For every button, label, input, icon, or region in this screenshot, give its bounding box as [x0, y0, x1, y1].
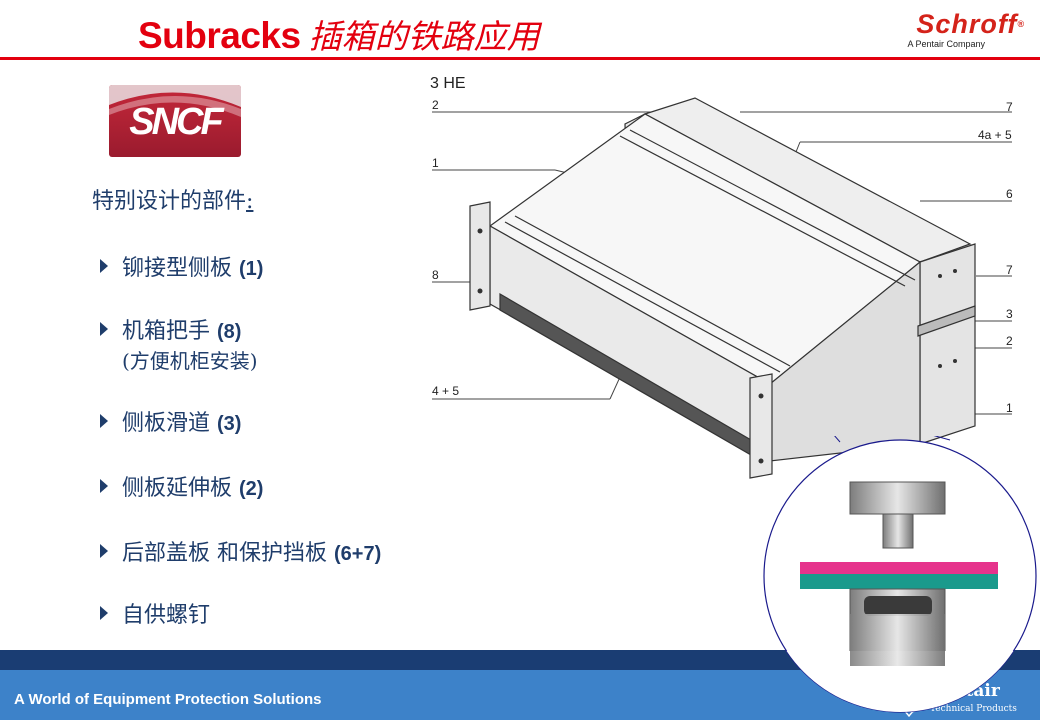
list-item-number: (3) [217, 413, 242, 435]
list-item-number: (8) [217, 321, 242, 343]
list-item: 自供螺钉 [100, 597, 210, 629]
rivet-detail-zoom [763, 436, 1037, 713]
list-item-text: 铆接型侧板 [122, 256, 233, 281]
callout-label: 4a + 5 [978, 128, 1012, 142]
bullet-arrow-icon [100, 414, 108, 428]
list-item-text: 自供螺钉 [122, 603, 211, 628]
schroff-logo: Schroff® A Pentair Company [860, 10, 1025, 49]
section-heading-text: 特别设计的部件 [92, 189, 247, 214]
title-divider [0, 57, 1040, 60]
list-item: 后部盖板 和保护挡板 (6+7) [100, 535, 381, 567]
bullet-arrow-icon [100, 606, 108, 620]
diagram-title: 3 HE [430, 75, 466, 92]
list-item-text: 后部盖板 和保护挡板 [122, 541, 327, 566]
subrack-frame [469, 97, 976, 479]
pentair-logo-subtitle: Technical Products [930, 704, 1017, 714]
subrack-diagram: 3 HE 2 1 8 4 + 5 7 4a + 5 6 7 3 2 1 [430, 75, 1013, 479]
list-item-text: 机箱把手 [122, 319, 211, 344]
bullet-arrow-icon [100, 479, 108, 493]
footer-tagline: A World of Equipment Protection Solution… [14, 691, 322, 708]
list-item-text: 侧板延伸板 [122, 476, 233, 501]
sncf-logo: SNCF [109, 85, 241, 157]
title-chinese: 插箱的铁路应用 [308, 17, 540, 56]
sncf-swoosh-icon [109, 85, 241, 117]
section-heading: 特别设计的部件: [92, 183, 253, 215]
sncf-logo-text: SNCF [129, 101, 223, 143]
section-heading-colon: : [246, 189, 254, 214]
callout-label: 8 [432, 268, 439, 282]
callout-label: 7 [1006, 100, 1013, 114]
callout-label: 3 [1006, 307, 1013, 321]
list-item: 机箱把手 (8) (方便机柜安装) [100, 313, 258, 374]
bullet-arrow-icon [100, 322, 108, 336]
list-item: 侧板滑道 (3) [100, 405, 241, 437]
list-item-number: (2) [239, 478, 264, 500]
schroff-logo-subtitle: A Pentair Company [907, 39, 985, 49]
callout-label: 1 [1006, 401, 1013, 415]
list-item-number: (1) [239, 258, 264, 280]
list-item: 侧板延伸板 (2) [100, 470, 263, 502]
callout-label: 1 [432, 156, 439, 170]
list-item-text: 侧板滑道 [122, 411, 211, 436]
list-item: 铆接型侧板 (1) [100, 250, 263, 282]
callout-label: 4 + 5 [432, 384, 459, 398]
list-item-number: (6+7) [334, 543, 382, 565]
title-english: Subracks [138, 15, 301, 56]
bullet-arrow-icon [100, 259, 108, 273]
list-item-subtext: (方便机柜安装) [122, 349, 258, 373]
bullet-arrow-icon [100, 544, 108, 558]
schroff-logo-word: Schroff [916, 9, 1018, 39]
callout-label: 2 [432, 98, 439, 112]
callout-label: 2 [1006, 334, 1013, 348]
registered-mark: ® [1017, 19, 1025, 29]
footer-band [0, 650, 1040, 670]
callout-label: 6 [1006, 187, 1013, 201]
callout-label: 7 [1006, 263, 1013, 277]
